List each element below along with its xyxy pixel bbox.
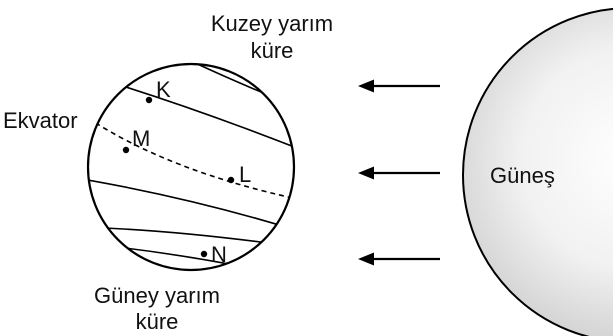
equator-label: Ekvator (3, 108, 78, 133)
earth-globe (86, 62, 296, 272)
southern-hemisphere-label-line2: küre (136, 309, 179, 334)
point-k-label: K (156, 77, 171, 102)
point-m-label: M (132, 126, 150, 151)
southern-hemisphere-label-line1: Güney yarım (94, 283, 220, 308)
point-k: K (145, 77, 171, 104)
sun-ray-arrow-bottom (358, 252, 440, 266)
point-l-label: L (239, 162, 251, 187)
latitude-line-north-2 (109, 81, 294, 151)
sun-rays (358, 79, 440, 266)
point-m: M (122, 126, 150, 154)
point-l: L (227, 162, 251, 187)
earth-outline (86, 62, 296, 272)
point-m-dot (122, 146, 130, 154)
northern-hemisphere-label-line2: küre (251, 38, 294, 63)
point-n-label: N (211, 242, 227, 267)
sun-disc (462, 7, 613, 336)
point-k-dot (145, 96, 153, 104)
point-n: N (200, 242, 227, 267)
sun-label: Güneş (490, 163, 555, 188)
sun-ray-arrow-middle (358, 166, 440, 180)
sun-ray-arrow-top (358, 79, 440, 93)
point-n-dot (200, 250, 208, 258)
point-l-dot (227, 176, 235, 184)
northern-hemisphere-label-line1: Kuzey yarım (211, 11, 333, 36)
